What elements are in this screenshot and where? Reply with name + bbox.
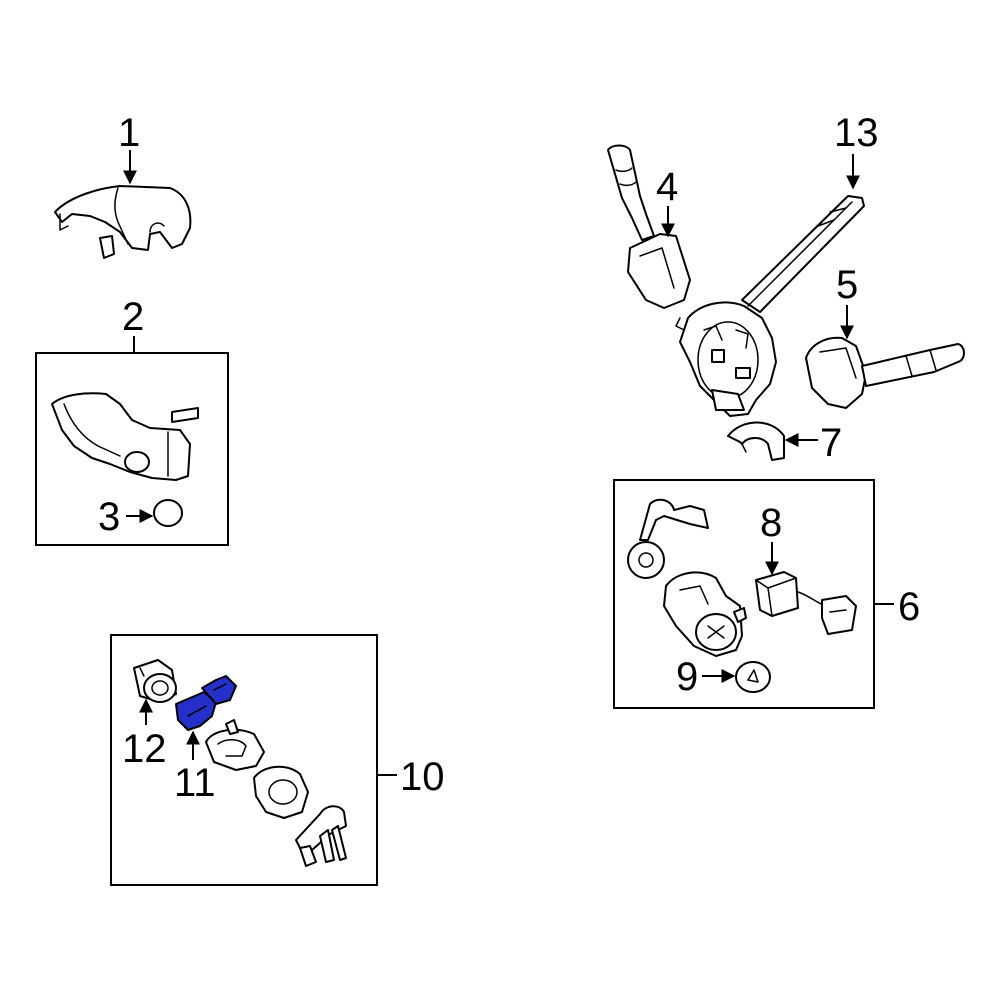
- part-11-key-switch-highlighted[interactable]: [175, 675, 237, 731]
- part-12-lock-cylinder[interactable]: [133, 659, 177, 703]
- part-6-lock-cylinder-housing[interactable]: [627, 498, 747, 657]
- callout-1: 1: [118, 111, 140, 155]
- callout-9: 9: [676, 655, 698, 699]
- group-frame-10: [110, 634, 378, 886]
- part-13-clock-spring-assembly[interactable]: [675, 195, 865, 417]
- group-frame-6: [613, 479, 875, 709]
- part-8-ignition-switch[interactable]: [755, 571, 857, 635]
- part-10-lock-housing[interactable]: [253, 765, 309, 819]
- callout-4: 4: [656, 165, 678, 209]
- part-10-keys[interactable]: [295, 805, 347, 867]
- part-10-key-ring-bezel[interactable]: [205, 719, 265, 771]
- part-3-cap[interactable]: [153, 499, 183, 527]
- part-2-lower-column-cover[interactable]: [51, 392, 199, 481]
- callout-5: 5: [836, 263, 858, 307]
- callout-3: 3: [98, 495, 120, 539]
- callout-10: 10: [400, 755, 445, 799]
- group-frame-2: [35, 352, 229, 546]
- callout-11: 11: [174, 761, 216, 805]
- callout-2: 2: [122, 295, 144, 339]
- part-9-cap[interactable]: [735, 661, 771, 693]
- callout-12: 12: [122, 727, 167, 771]
- part-7-retainer[interactable]: [727, 421, 785, 461]
- callout-6: 6: [898, 585, 920, 629]
- callout-13: 13: [834, 111, 879, 155]
- part-1-upper-column-cover[interactable]: [54, 185, 192, 259]
- callout-8: 8: [760, 501, 782, 545]
- callout-7: 7: [820, 421, 842, 465]
- part-5-wiper-switch[interactable]: [805, 336, 965, 409]
